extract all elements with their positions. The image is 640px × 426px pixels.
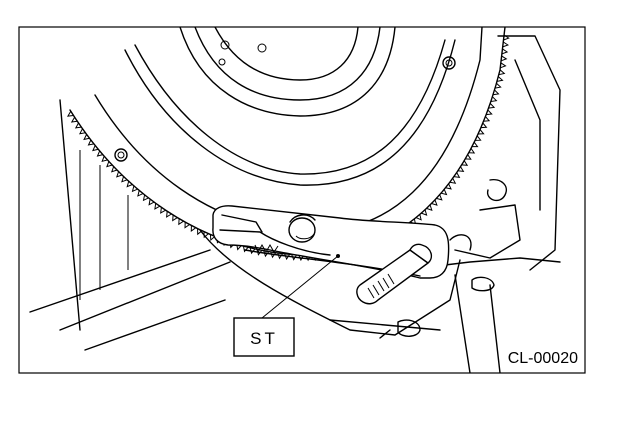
housing-right xyxy=(379,35,561,373)
figure-code: CL-00020 xyxy=(508,350,578,367)
callout-leader xyxy=(261,254,340,319)
clutch-cover xyxy=(179,27,396,117)
tool-bolt xyxy=(356,243,433,305)
special-tool-st xyxy=(212,205,450,279)
st-callout: ST xyxy=(233,317,295,357)
st-callout-label: ST xyxy=(250,329,278,348)
housing-left xyxy=(29,99,231,351)
figure-frame xyxy=(18,26,586,374)
lower-plate xyxy=(199,229,461,336)
flywheel-bolts xyxy=(114,56,456,162)
